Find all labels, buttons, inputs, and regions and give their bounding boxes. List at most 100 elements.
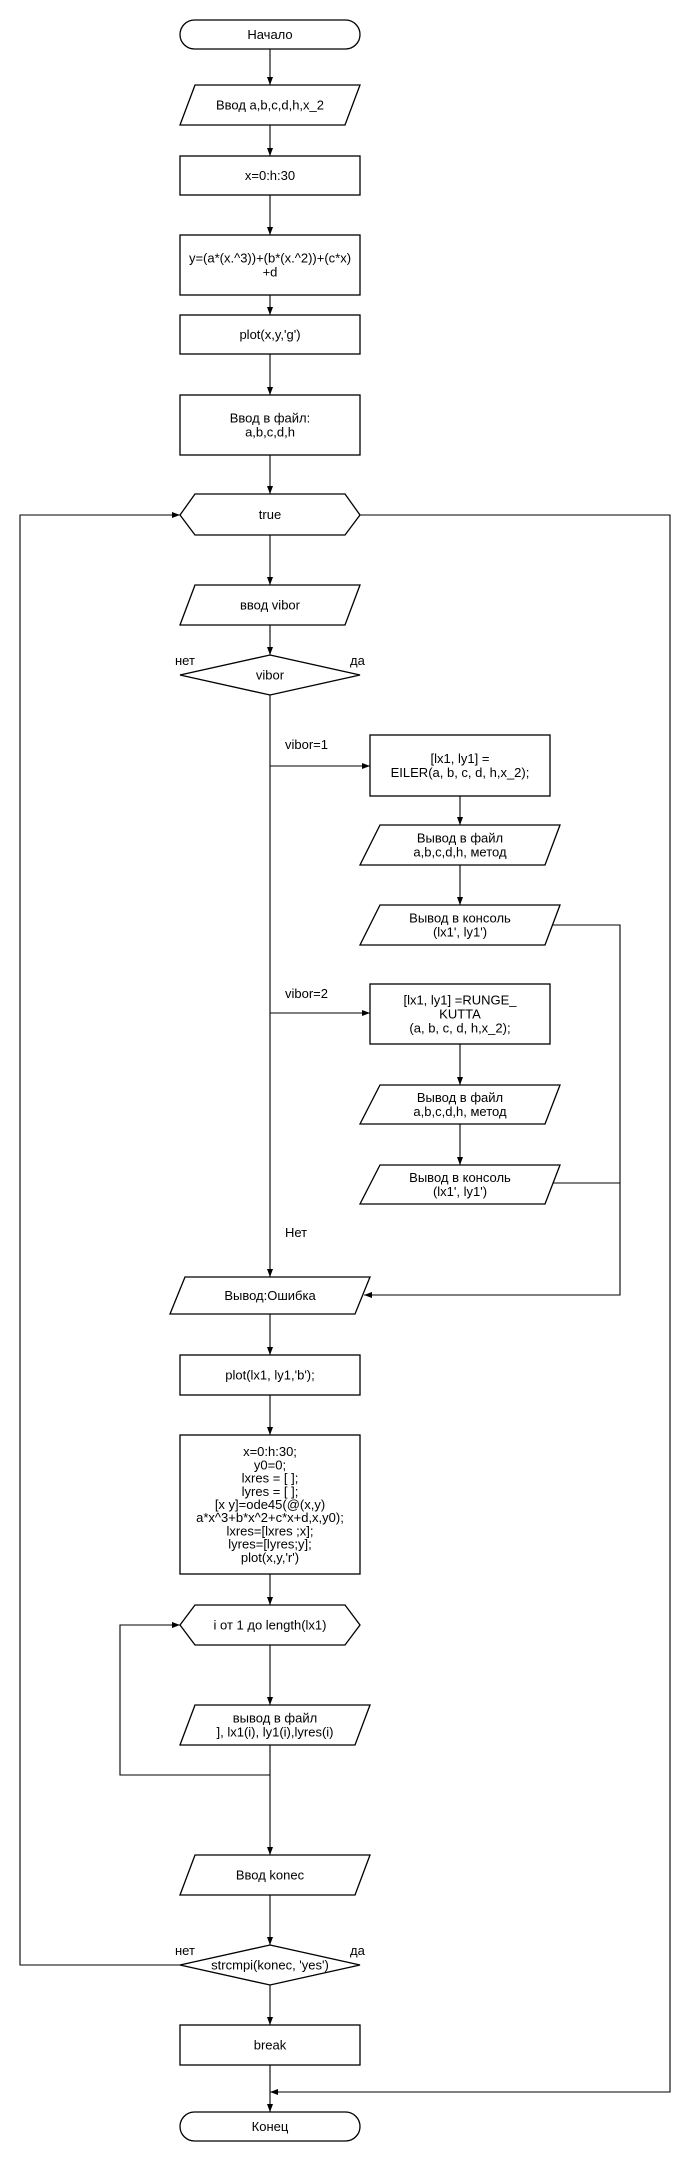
start-label-line: Начало xyxy=(247,27,292,42)
decision-vibor-label-line: vibor xyxy=(256,668,285,683)
arrowhead xyxy=(267,577,273,585)
arrowhead xyxy=(267,2017,273,2025)
console-output-2-label-line: (lx1', ly1') xyxy=(433,1184,487,1199)
arrowhead xyxy=(457,897,463,905)
loop-true-label: true xyxy=(259,507,281,522)
loop-true-hexagon xyxy=(179,493,361,536)
console-output-2-label-line: Вывод в консоль xyxy=(409,1170,511,1185)
vibor-no-label: нет xyxy=(175,653,195,668)
arrowhead xyxy=(267,1697,273,1705)
ode-label-line: plot(x,y,'r') xyxy=(241,1550,299,1565)
file-output-2-label-line: a,b,c,d,h, метод xyxy=(413,1104,507,1119)
eiler-label-line: EILER(a, b, c, d, h,x_2); xyxy=(391,765,530,780)
input-vibor-io xyxy=(179,584,361,626)
loop-true-label-line: true xyxy=(259,507,281,522)
ode-label-line: lxres = [ ]; xyxy=(242,1471,299,1486)
plot-g-process xyxy=(179,314,361,355)
edge-labels: нет да vibor=1 vibor=2 Нет нет да xyxy=(175,653,366,1958)
connector xyxy=(119,1624,270,1776)
input-konec-io xyxy=(179,1854,371,1896)
file-output-2-io xyxy=(358,1084,561,1125)
ode-label-line: lyres = [ ]; xyxy=(242,1484,299,1499)
arrowhead xyxy=(267,1347,273,1355)
runge-kutta-label-line: (a, b, c, d, h,x_2); xyxy=(409,1021,510,1036)
runge-kutta-label-line: [lx1, ly1] =RUNGE_ xyxy=(403,993,517,1008)
break-process xyxy=(179,2024,361,2066)
vibor-case2-label: vibor=2 xyxy=(285,986,328,1001)
plot-b-label: plot(lx1, ly1,'b'); xyxy=(225,1368,315,1383)
ode-label-line: [x y]=ode45(@(x,y) xyxy=(215,1497,325,1512)
arrowhead xyxy=(267,1269,273,1277)
konec-no-label: нет xyxy=(175,1943,195,1958)
ode-process xyxy=(179,1434,361,1575)
file-output-loop-label: вывод в файл], lx1(i), ly1(i),lyres(i) xyxy=(217,1711,334,1740)
arrowhead xyxy=(267,647,273,655)
console-output-2-io xyxy=(358,1164,561,1205)
ode-label-line: lyres=[lyres;y]; xyxy=(228,1537,311,1552)
decision-vibor xyxy=(179,654,361,696)
break-label: break xyxy=(254,2038,287,2053)
plot-g-label-line: plot(x,y,'g') xyxy=(239,327,300,342)
file-output-loop-io xyxy=(179,1704,371,1746)
runge-kutta-label: [lx1, ly1] =RUNGE_KUTTA(a, b, c, d, h,x_… xyxy=(403,993,517,1036)
arrowhead xyxy=(267,387,273,395)
arrowhead xyxy=(267,148,273,156)
arrowhead xyxy=(457,817,463,825)
arrowhead xyxy=(267,1847,273,1855)
vibor-yes-label: да xyxy=(350,653,366,668)
input-konec-label-line: Ввод konec xyxy=(236,1868,305,1883)
file-input-process xyxy=(179,394,361,456)
arrowhead xyxy=(172,512,180,518)
file-output-1-label-line: Вывод в файл xyxy=(417,831,503,846)
input-vibor-label-line: ввод vibor xyxy=(240,598,301,613)
for-loop-label: i от 1 до length(lx1) xyxy=(214,1618,327,1633)
konec-yes-label: да xyxy=(350,1943,366,1958)
input-konec-label: Ввод konec xyxy=(236,1868,305,1883)
connector xyxy=(19,514,180,1966)
input-params-label: Ввод a,b,c,d,h,x_2 xyxy=(216,98,324,113)
input-params-io xyxy=(179,84,361,126)
start-label: Начало xyxy=(247,27,292,42)
error-output-io xyxy=(169,1276,371,1315)
arrowhead xyxy=(267,307,273,315)
console-output-1-label-line: (lx1', ly1') xyxy=(433,925,487,940)
decision-vibor-label: vibor xyxy=(256,668,285,683)
arrowhead xyxy=(267,227,273,235)
plot-b-process xyxy=(179,1354,361,1396)
runge-kutta-label-line: KUTTA xyxy=(439,1007,481,1022)
file-output-1-label-line: a,b,c,d,h, метод xyxy=(413,845,507,860)
decision-konec xyxy=(179,1944,361,1986)
arrowhead xyxy=(267,2104,273,2112)
arrowhead xyxy=(362,763,370,769)
ode-label-line: a*x^3+b*x^2+c*x+d,x,y0); xyxy=(196,1510,344,1525)
file-input-label: Ввод в файл:a,b,c,d,h xyxy=(230,411,310,440)
input-params-label-line: Ввод a,b,c,d,h,x_2 xyxy=(216,98,324,113)
end-terminal xyxy=(179,2111,361,2142)
connectors xyxy=(19,49,671,2112)
arrowhead xyxy=(457,1157,463,1165)
arrowhead xyxy=(267,486,273,494)
y-formula-label-line: +d xyxy=(263,265,278,280)
console-output-2-label: Вывод в консоль(lx1', ly1') xyxy=(409,1170,511,1199)
x-range-label-line: x=0:h:30 xyxy=(245,168,295,183)
file-output-1-io xyxy=(358,824,561,866)
break-label-line: break xyxy=(254,2038,287,2053)
input-vibor-label: ввод vibor xyxy=(240,598,301,613)
ode-label: x=0:h:30;y0=0;lxres = [ ];lyres = [ ];[x… xyxy=(196,1444,344,1565)
arrowhead xyxy=(457,1077,463,1085)
eiler-process xyxy=(369,734,551,797)
ode-label-line: y0=0; xyxy=(254,1457,286,1472)
for-loop-hexagon xyxy=(179,1604,361,1646)
shapes xyxy=(169,19,561,2142)
arrowhead xyxy=(364,1292,372,1298)
vibor-case1-label: vibor=1 xyxy=(285,737,328,752)
console-output-1-label: Вывод в консоль(lx1', ly1') xyxy=(409,911,511,940)
end-label-line: Конец xyxy=(252,2119,289,2134)
connector xyxy=(270,514,671,2093)
y-formula-process xyxy=(179,234,361,296)
arrowhead xyxy=(267,1937,273,1945)
eiler-label-line: [lx1, ly1] = xyxy=(431,751,490,766)
